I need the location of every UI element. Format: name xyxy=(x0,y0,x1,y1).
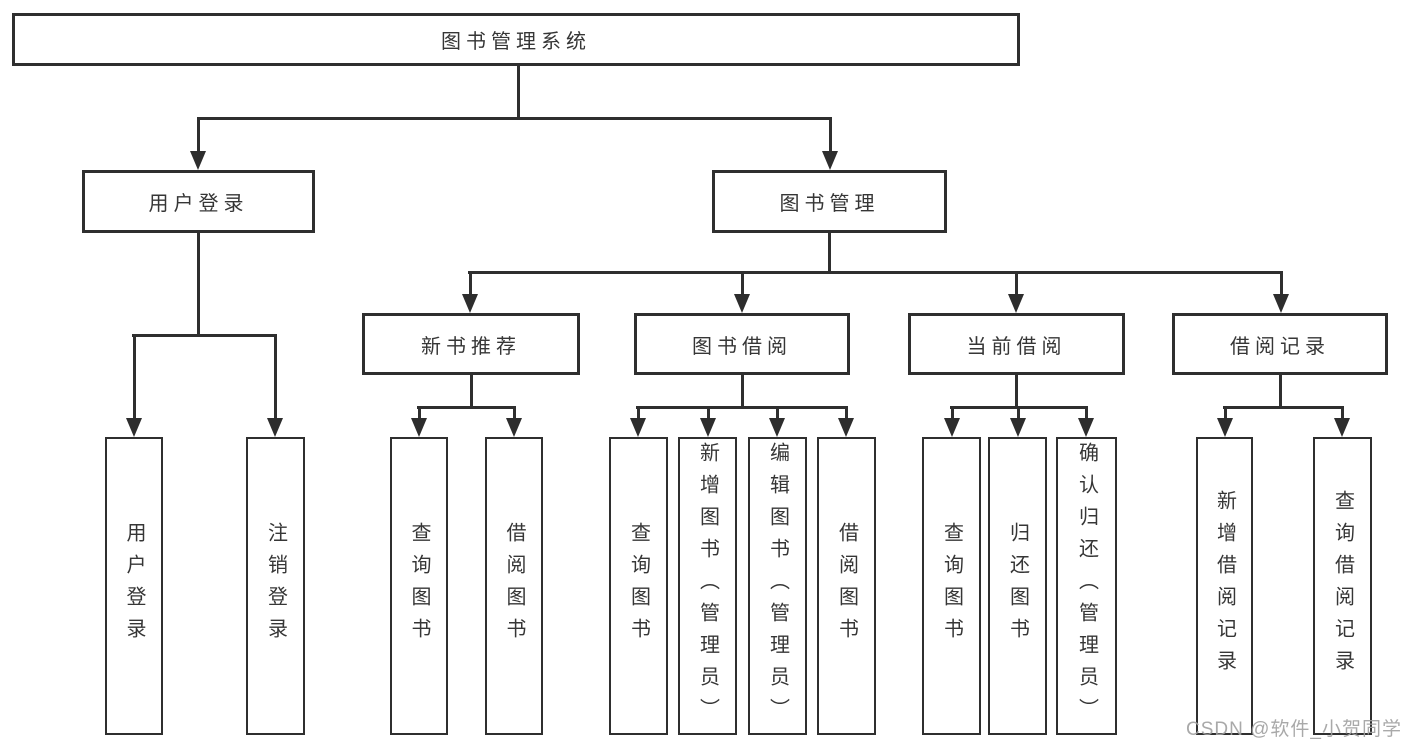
line-segment xyxy=(637,407,640,418)
line-segment xyxy=(513,407,516,418)
line-segment xyxy=(132,334,277,337)
csdn-watermark: CSDN @软件_小贺同学 xyxy=(1186,719,1402,740)
node-label: 查询图书 xyxy=(940,522,963,650)
leaf-query-borrow-record: 查询借阅记录 xyxy=(1313,437,1372,735)
arrowhead xyxy=(630,418,646,437)
node-book-management: 图书管理 xyxy=(712,170,947,233)
node-label: 图书管理 xyxy=(779,193,880,215)
arrowhead xyxy=(267,418,283,437)
arrowhead xyxy=(838,418,854,437)
line-segment xyxy=(418,407,421,418)
line-segment xyxy=(197,118,200,151)
node-label: 查询借阅记录 xyxy=(1331,490,1354,682)
leaf-edit-book-admin: 编辑图书（管理员） xyxy=(748,437,807,735)
arrowhead xyxy=(769,418,785,437)
leaf-borrow-books-recommend: 借阅图书 xyxy=(485,437,543,735)
node-label: 借阅记录 xyxy=(1230,335,1330,358)
node-label: 确认归还（管理员） xyxy=(1075,442,1098,730)
line-segment xyxy=(1085,407,1088,418)
line-segment xyxy=(741,272,744,294)
line-segment xyxy=(845,407,848,418)
line-segment xyxy=(274,335,277,418)
leaf-add-book-admin: 新增图书（管理员） xyxy=(678,437,737,735)
arrowhead xyxy=(822,151,838,170)
node-label: 新书推荐 xyxy=(421,335,521,358)
line-segment xyxy=(517,66,520,120)
line-segment xyxy=(741,375,744,408)
line-segment xyxy=(1015,375,1018,408)
node-label: 图书管理系统 xyxy=(441,31,591,53)
line-segment xyxy=(469,272,472,294)
line-segment xyxy=(1223,406,1344,409)
arrowhead xyxy=(126,418,142,437)
line-segment xyxy=(1017,407,1020,418)
line-segment xyxy=(951,407,954,418)
node-book-borrow: 图书借阅 xyxy=(634,313,850,375)
node-user-login: 用户登录 xyxy=(82,170,315,233)
line-segment xyxy=(1280,272,1283,294)
arrowhead xyxy=(944,418,960,437)
node-label: 注销登录 xyxy=(264,522,287,650)
line-segment xyxy=(197,117,832,120)
node-borrow-records: 借阅记录 xyxy=(1172,313,1388,375)
node-label: 查询图书 xyxy=(627,522,650,650)
arrowhead xyxy=(1273,294,1289,313)
line-segment xyxy=(1341,407,1344,418)
leaf-confirm-return-admin: 确认归还（管理员） xyxy=(1056,437,1117,735)
node-label: 借阅图书 xyxy=(835,522,858,650)
node-new-book-recommend: 新书推荐 xyxy=(362,313,580,375)
node-label: 新增图书（管理员） xyxy=(696,442,719,730)
line-segment xyxy=(1279,375,1282,408)
node-label: 图书借阅 xyxy=(692,335,792,358)
line-segment xyxy=(417,406,516,409)
arrowhead xyxy=(1078,418,1094,437)
leaf-query-books-current: 查询图书 xyxy=(922,437,981,735)
line-segment xyxy=(1015,272,1018,294)
leaf-borrow-books: 借阅图书 xyxy=(817,437,876,735)
arrowhead xyxy=(1010,418,1026,437)
arrowhead xyxy=(734,294,750,313)
arrowhead xyxy=(1217,418,1233,437)
arrowhead xyxy=(411,418,427,437)
node-current-borrow: 当前借阅 xyxy=(908,313,1125,375)
node-label: 新增借阅记录 xyxy=(1213,490,1236,682)
leaf-user-login: 用户登录 xyxy=(105,437,163,735)
line-segment xyxy=(707,407,710,418)
node-label: 用户登录 xyxy=(123,522,145,650)
arrowhead xyxy=(1334,418,1350,437)
node-library-management-system: 图书管理系统 xyxy=(12,13,1020,66)
line-segment xyxy=(470,375,473,408)
arrowhead xyxy=(190,151,206,170)
line-segment xyxy=(829,118,832,151)
arrowhead xyxy=(700,418,716,437)
line-segment xyxy=(776,407,779,418)
line-segment xyxy=(828,233,831,274)
leaf-logout-login: 注销登录 xyxy=(246,437,305,735)
line-segment xyxy=(636,406,848,409)
line-segment xyxy=(133,335,136,418)
arrowhead xyxy=(462,294,478,313)
node-label: 当前借阅 xyxy=(966,335,1067,358)
node-label: 借阅图书 xyxy=(503,522,525,650)
node-label: 查询图书 xyxy=(408,522,430,650)
leaf-add-borrow-record: 新增借阅记录 xyxy=(1196,437,1253,735)
leaf-query-books-borrow: 查询图书 xyxy=(609,437,668,735)
arrowhead xyxy=(1008,294,1024,313)
node-label: 用户登录 xyxy=(148,193,249,215)
line-segment xyxy=(1224,407,1227,418)
arrowhead xyxy=(506,418,522,437)
leaf-return-book: 归还图书 xyxy=(988,437,1047,735)
node-label: 归还图书 xyxy=(1006,522,1029,650)
line-segment xyxy=(468,271,1283,274)
line-segment xyxy=(197,233,200,336)
leaf-query-books-recommend: 查询图书 xyxy=(390,437,448,735)
node-label: 编辑图书（管理员） xyxy=(766,442,789,730)
